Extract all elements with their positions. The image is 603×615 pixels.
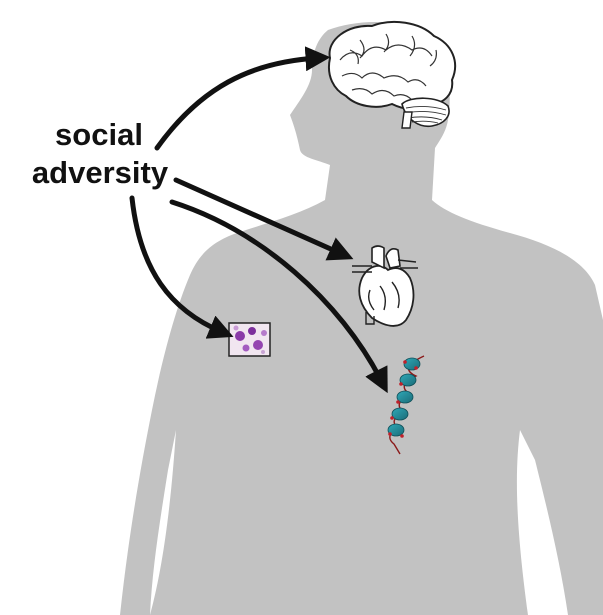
blood-cells-icon (229, 323, 270, 356)
label-adversity: adversity (0, 154, 200, 192)
label-social: social (0, 116, 199, 154)
